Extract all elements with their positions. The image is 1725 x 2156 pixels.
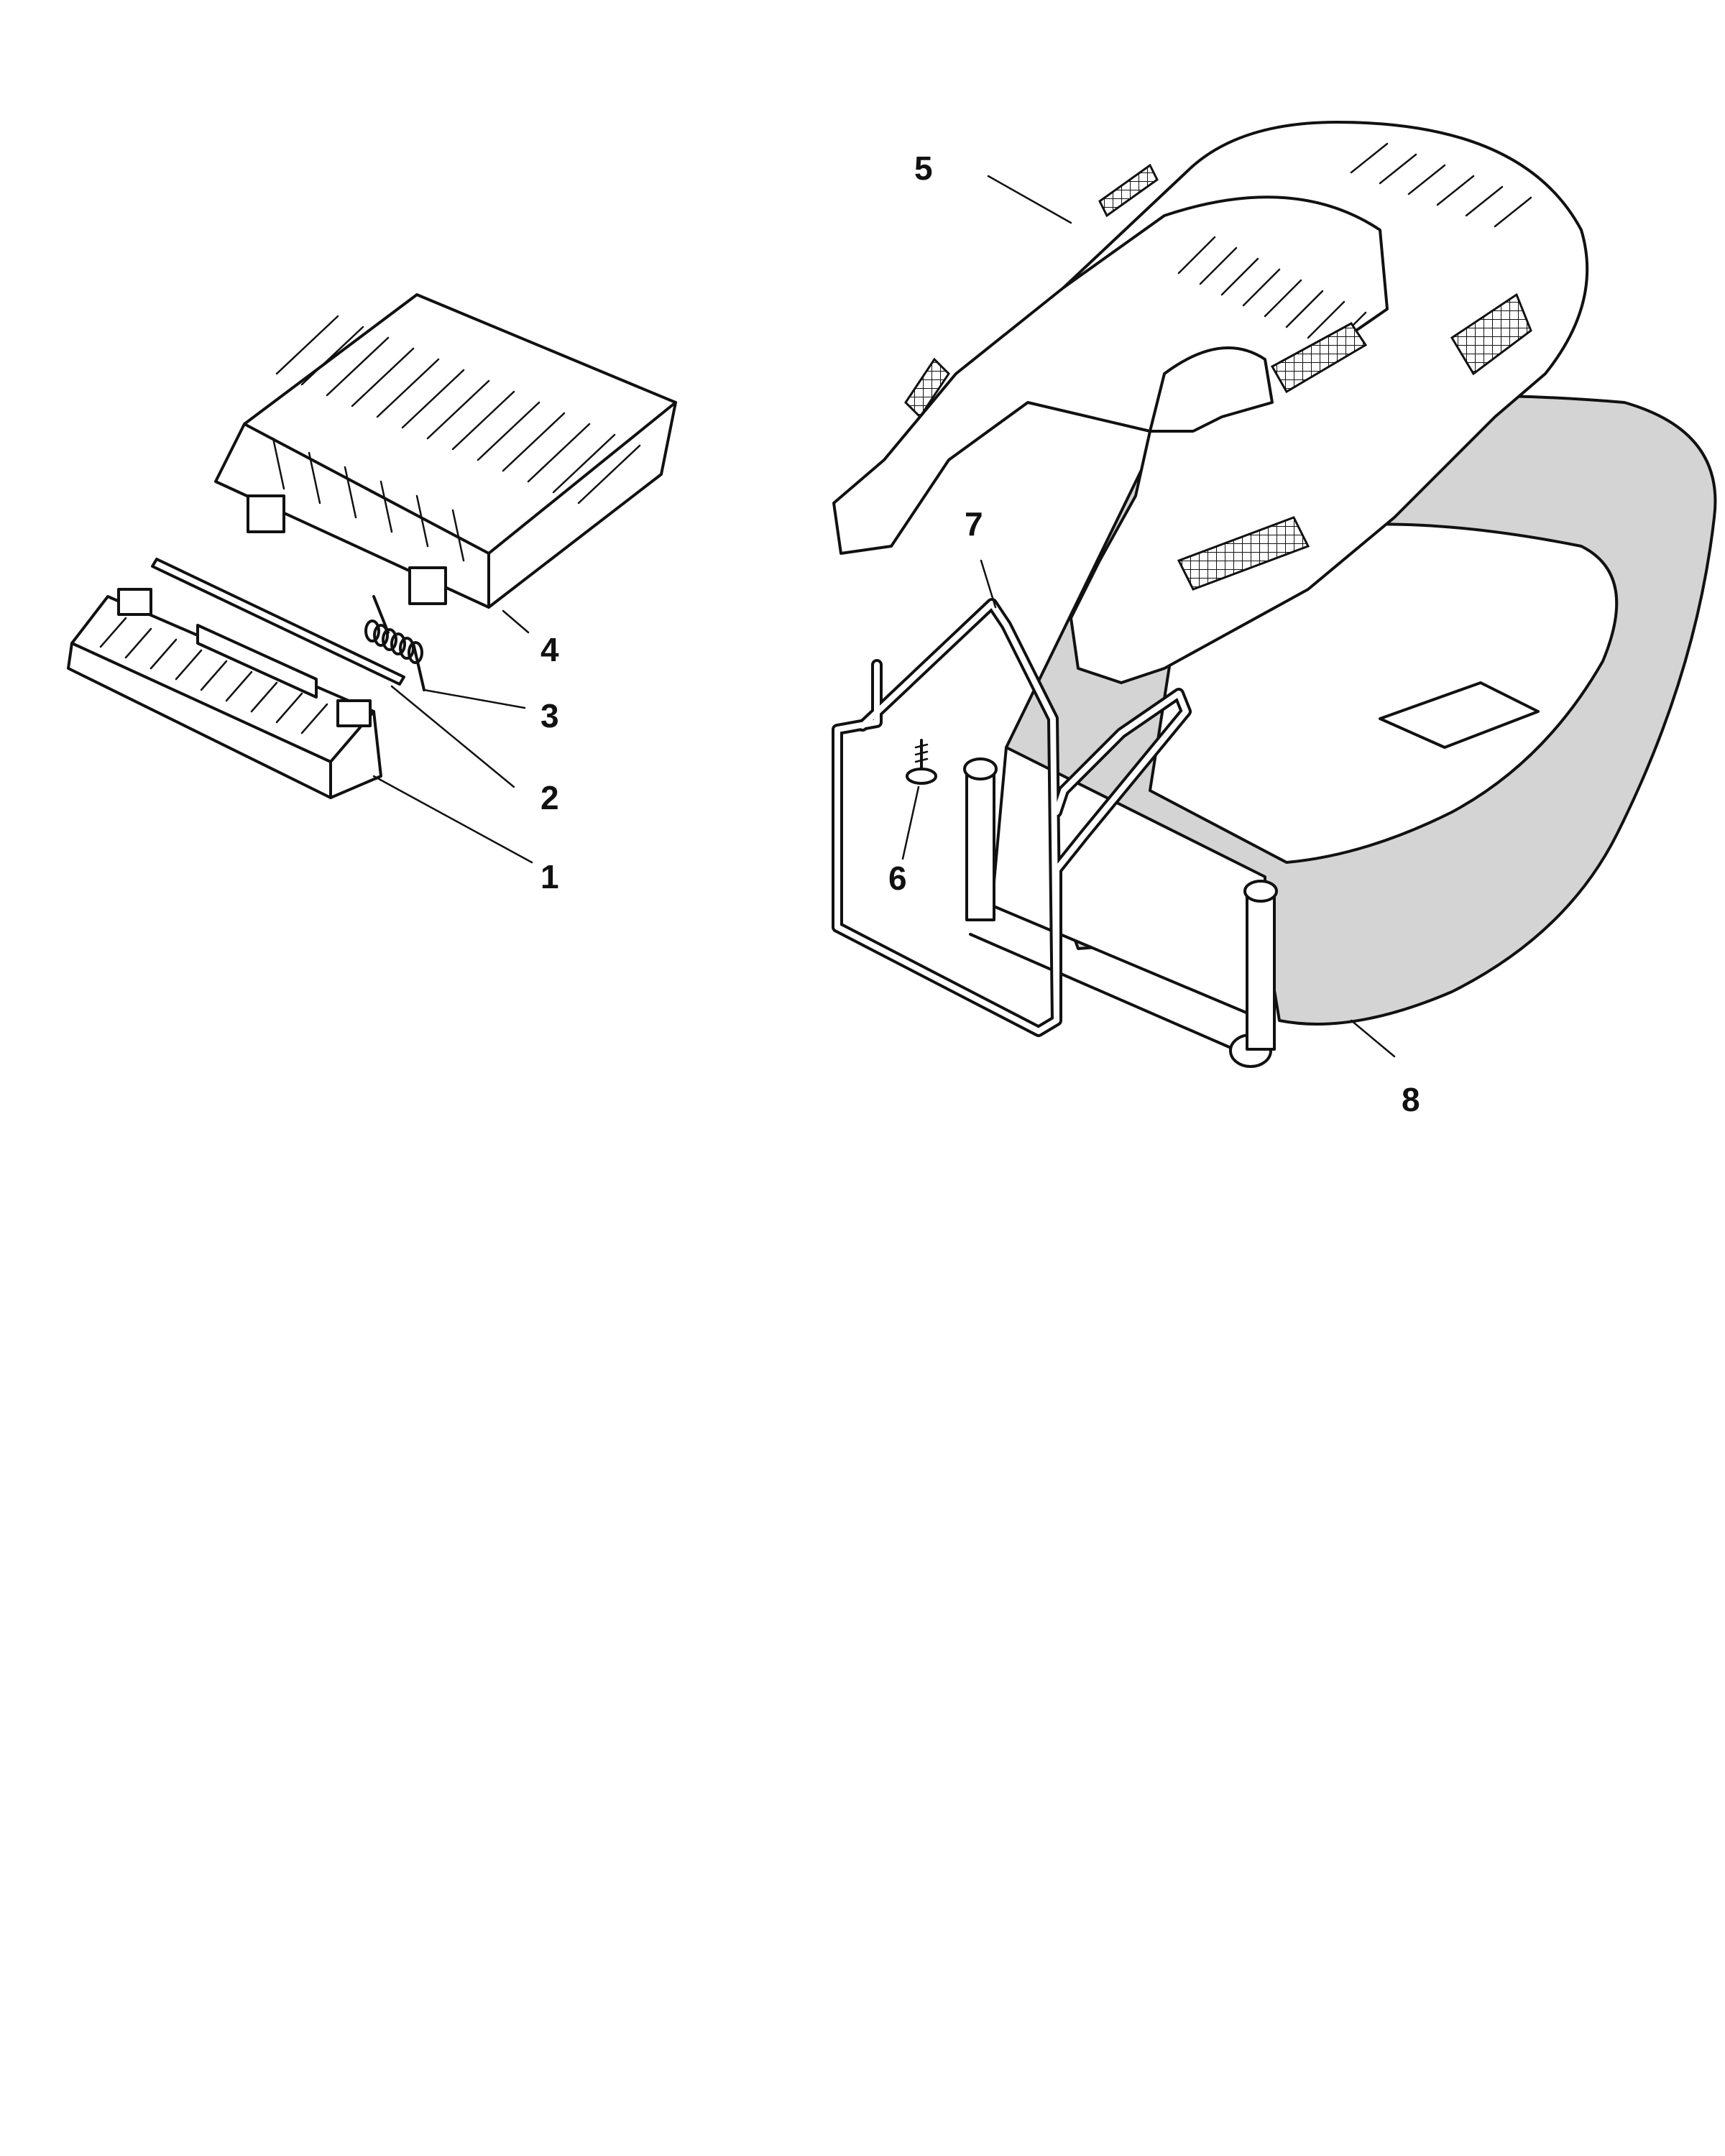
leader-lines [372, 175, 1396, 1058]
callout-5: 5 [914, 149, 933, 187]
part-6-screw [906, 739, 937, 785]
callout-8: 8 [1402, 1081, 1420, 1118]
part-1-flap-bracket [67, 588, 382, 799]
callout-2: 2 [540, 779, 559, 816]
callout-labels: 4 3 2 1 5 7 6 8 [540, 149, 1420, 1118]
callout-6: 6 [888, 860, 907, 897]
part-5-catcher-top [832, 121, 1589, 684]
part-3-spring [364, 595, 426, 691]
callout-1: 1 [540, 858, 559, 895]
part-4-flap-cover [214, 293, 677, 609]
callout-4: 4 [540, 631, 559, 668]
part-2-rod [151, 558, 405, 686]
callout-7: 7 [965, 505, 983, 543]
callout-3: 3 [540, 697, 559, 734]
part-7-wire-frame [832, 598, 1192, 1037]
